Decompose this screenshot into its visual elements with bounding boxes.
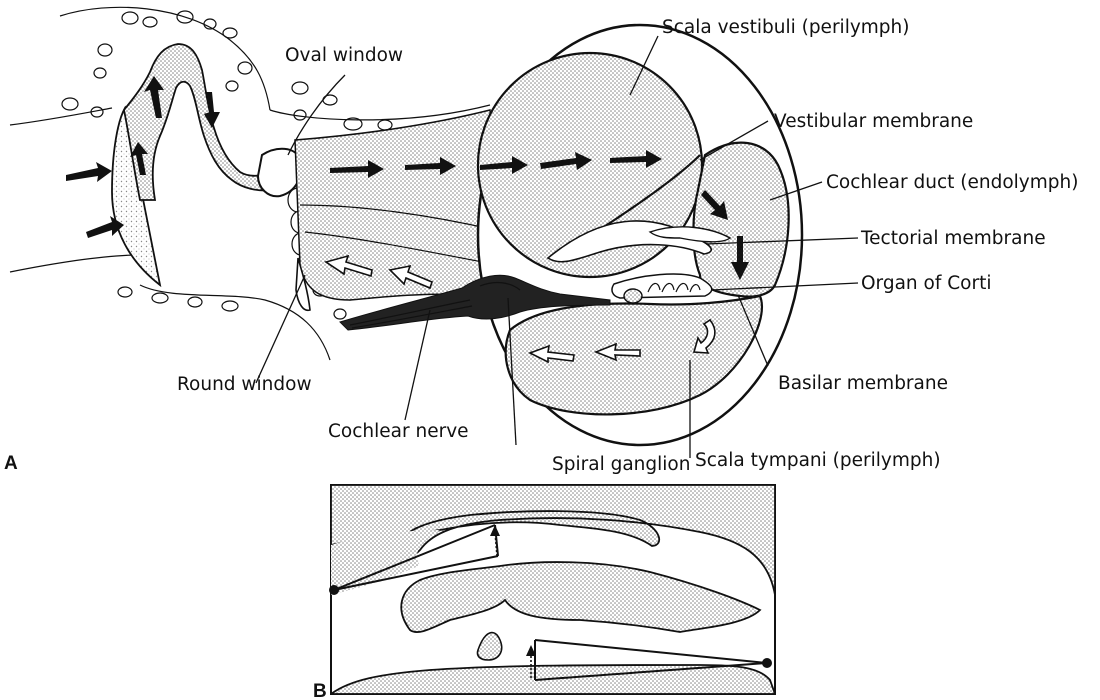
label-oval-window: Oval window <box>285 45 403 66</box>
label-cochlear-duct: Cochlear duct (endolymph) <box>826 172 1078 193</box>
panel-a-drawing <box>10 7 858 458</box>
label-basilar-membrane: Basilar membrane <box>778 373 948 394</box>
label-scala-vestibuli: Scala vestibuli (perilymph) <box>662 17 909 38</box>
inner-tunnel-dot <box>624 289 642 303</box>
label-organ-of-corti: Organ of Corti <box>861 273 991 294</box>
panel-label-a: A <box>4 453 18 474</box>
label-round-window: Round window <box>177 374 312 395</box>
label-vestibular-membrane: Vestibular membrane <box>774 111 973 132</box>
label-scala-tympani: Scala tympani (perilymph) <box>695 450 941 471</box>
label-cochlear-nerve: Cochlear nerve <box>328 421 469 442</box>
pivot-right <box>762 658 772 668</box>
pivot-left <box>329 585 339 595</box>
panel-b-drawing <box>329 485 775 694</box>
label-spiral-ganglion: Spiral ganglion <box>552 454 690 475</box>
label-tectorial-membrane: Tectorial membrane <box>860 228 1046 249</box>
panel-label-b: B <box>313 681 327 700</box>
ossicles <box>124 44 272 200</box>
